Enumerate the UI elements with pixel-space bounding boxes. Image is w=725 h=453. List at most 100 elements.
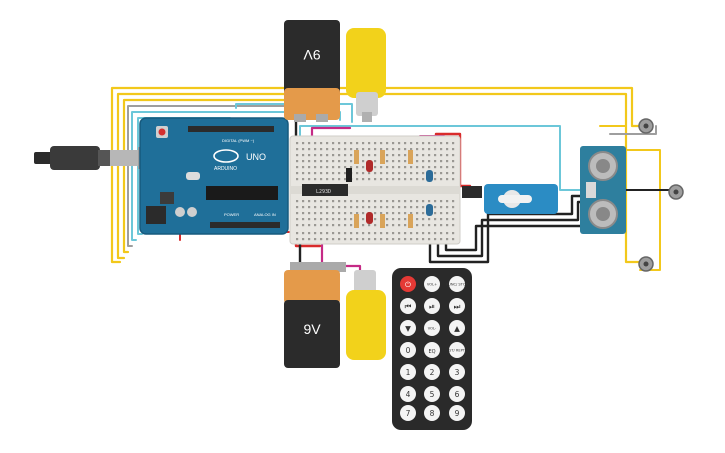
next-button[interactable]: ⏭ bbox=[449, 298, 465, 314]
down-button[interactable]: ▼ bbox=[400, 320, 416, 336]
func-stop-button-face[interactable] bbox=[449, 276, 465, 292]
power-button-label: ⏻ bbox=[405, 280, 412, 289]
arduino-uno: ARDUINO UNO DIGITAL (PWM ~) POWER ANALOG… bbox=[139, 117, 289, 235]
digit-0-button-face[interactable] bbox=[400, 342, 416, 358]
st-rept-button[interactable]: ST/ REPT bbox=[449, 342, 466, 358]
digit-0-button[interactable]: 0 bbox=[400, 342, 416, 358]
dc-motor-bottom bbox=[346, 270, 386, 360]
arduino-digital-label: DIGITAL (PWM ~) bbox=[222, 138, 255, 143]
ir-receiver bbox=[346, 168, 352, 182]
digit-1-button-face[interactable] bbox=[400, 364, 416, 380]
vol-down-button-face[interactable] bbox=[424, 320, 440, 336]
arduino-power-label: POWER bbox=[224, 212, 239, 217]
play-pause-button-face[interactable] bbox=[424, 298, 440, 314]
up-button[interactable]: ▲ bbox=[449, 320, 465, 336]
led-blue-2 bbox=[426, 204, 433, 216]
up-button-face[interactable] bbox=[449, 320, 465, 336]
battery-top-label: 9V bbox=[303, 47, 321, 63]
resistor-6 bbox=[408, 214, 413, 228]
digit-9-button[interactable]: 9 bbox=[449, 405, 465, 421]
vol-up-button-label: VOL+ bbox=[427, 283, 437, 287]
digit-6-button[interactable]: 6 bbox=[449, 386, 465, 402]
remote-buttons: ⏻ VOL+ FUNC/ STOP ⏮ ⏯ ⏭ ▼ VOL- ▲ 0 EQ ST/ REPT 1 2 3 4 5… bbox=[400, 276, 469, 421]
digit-4-button-label: 4 bbox=[406, 390, 411, 399]
digit-8-button-label: 8 bbox=[430, 409, 435, 418]
atmega-chip bbox=[206, 186, 278, 200]
digit-1-button-label: 1 bbox=[406, 368, 411, 377]
vol-down-button[interactable]: VOL- bbox=[424, 320, 440, 336]
dc-motor-top bbox=[346, 28, 386, 122]
next-button-label: ⏭ bbox=[454, 302, 461, 311]
digit-5-button-label: 5 bbox=[430, 390, 435, 399]
led-blue-1 bbox=[426, 170, 433, 182]
eq-button[interactable]: EQ bbox=[424, 342, 440, 358]
play-pause-button-label: ⏯ bbox=[429, 302, 435, 311]
wire-gray-right bbox=[609, 125, 657, 135]
battery-top: 9V bbox=[284, 20, 340, 122]
vol-up-button-face[interactable] bbox=[424, 276, 440, 292]
motor-driver-chip-label: L293D bbox=[316, 189, 331, 195]
eq-button-face[interactable] bbox=[424, 342, 440, 358]
wire-gray-loop bbox=[127, 105, 297, 247]
vol-down-button-label: VOL- bbox=[428, 327, 437, 331]
st-rept-button-label: ST/ REPT bbox=[449, 349, 466, 353]
digit-8-button-face[interactable] bbox=[424, 405, 440, 421]
terminal-pads bbox=[638, 118, 684, 272]
wire-yellow-loop-3 bbox=[122, 98, 292, 254]
digit-5-button[interactable]: 5 bbox=[424, 386, 440, 402]
digit-7-button-label: 7 bbox=[406, 409, 411, 418]
motor-driver-chip bbox=[302, 184, 348, 196]
ir-remote: ⏻ VOL+ FUNC/ STOP ⏮ ⏯ ⏭ ▼ VOL- ▲ 0 EQ ST/ REPT 1 2 3 4 5… bbox=[392, 268, 472, 430]
resistor-1 bbox=[354, 150, 359, 164]
power-jack bbox=[146, 206, 166, 224]
resistor-3 bbox=[408, 150, 413, 164]
digit-0-button-label: 0 bbox=[406, 346, 411, 355]
prev-button[interactable]: ⏮ bbox=[400, 298, 416, 314]
digit-3-button[interactable]: 3 bbox=[449, 364, 465, 380]
digit-9-button-label: 9 bbox=[455, 409, 460, 418]
digit-2-button[interactable]: 2 bbox=[424, 364, 440, 380]
digit-6-button-face[interactable] bbox=[449, 386, 465, 402]
led-red-1 bbox=[366, 160, 373, 172]
st-rept-button-face[interactable] bbox=[449, 342, 465, 358]
ultrasonic-sensor bbox=[580, 146, 626, 234]
down-button-label: ▼ bbox=[405, 324, 411, 333]
func-stop-button[interactable]: FUNC/ STOP bbox=[446, 276, 469, 292]
arduino-brand-label: ARDUINO bbox=[214, 166, 237, 172]
battery-bottom: 9V bbox=[284, 262, 346, 368]
digit-5-button-face[interactable] bbox=[424, 386, 440, 402]
digit-1-button[interactable]: 1 bbox=[400, 364, 416, 380]
power-button[interactable]: ⏻ bbox=[400, 276, 416, 292]
breadboard: L293D bbox=[289, 135, 461, 245]
up-button-label: ▲ bbox=[454, 324, 460, 333]
digit-6-button-label: 6 bbox=[455, 390, 460, 399]
wire-black-2 bbox=[436, 200, 586, 258]
power-button-face[interactable] bbox=[400, 276, 416, 292]
digit-8-button[interactable]: 8 bbox=[424, 405, 440, 421]
prev-button-face[interactable] bbox=[400, 298, 416, 314]
vol-up-button[interactable]: VOL+ bbox=[424, 276, 440, 292]
digit-4-button[interactable]: 4 bbox=[400, 386, 416, 402]
digit-7-button[interactable]: 7 bbox=[400, 405, 416, 421]
resistor-4 bbox=[354, 214, 359, 228]
digit-4-button-face[interactable] bbox=[400, 386, 416, 402]
digit-3-button-face[interactable] bbox=[449, 364, 465, 380]
play-pause-button[interactable]: ⏯ bbox=[424, 298, 440, 314]
prev-button-label: ⏮ bbox=[405, 302, 412, 311]
digit-7-button-face[interactable] bbox=[400, 405, 416, 421]
arduino-analog-label: ANALOG IN bbox=[254, 212, 276, 217]
next-button-face[interactable] bbox=[449, 298, 465, 314]
func-stop-button-label: FUNC/ STOP bbox=[446, 283, 469, 287]
down-button-face[interactable] bbox=[400, 320, 416, 336]
digit-9-button-face[interactable] bbox=[449, 405, 465, 421]
digit-2-button-face[interactable] bbox=[424, 364, 440, 380]
resistor-2 bbox=[380, 150, 385, 164]
battery-bottom-label: 9V bbox=[303, 321, 321, 337]
reset-button-icon[interactable] bbox=[158, 128, 166, 136]
wire-cyan-3 bbox=[299, 125, 581, 191]
digit-2-button-label: 2 bbox=[430, 368, 435, 377]
servo-motor bbox=[462, 184, 558, 214]
resistor-5 bbox=[380, 214, 385, 228]
arduino-logo-icon bbox=[213, 149, 239, 163]
